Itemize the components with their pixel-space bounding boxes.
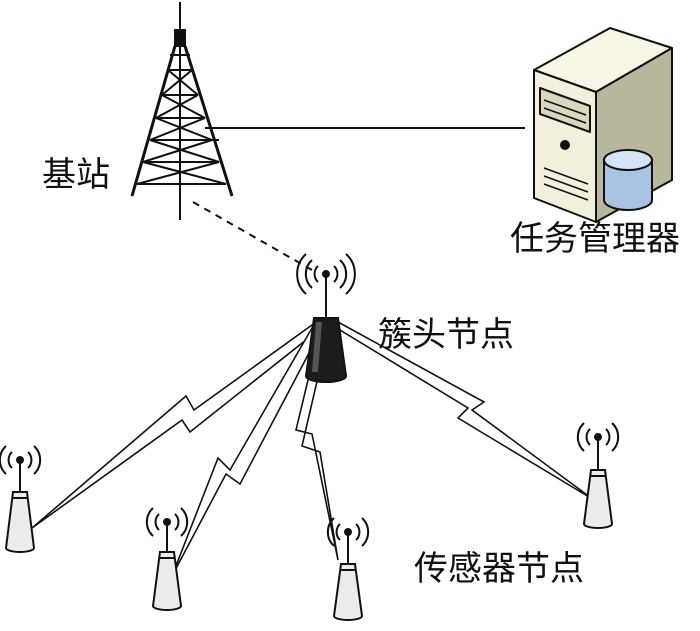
sensor-node-icon — [576, 422, 620, 529]
wireless-link-sensor-2 — [171, 326, 319, 577]
wireless-link-sensor-1 — [31, 323, 318, 529]
cluster-head-antenna-icon — [296, 253, 356, 383]
base-station-label: 基站 — [42, 155, 110, 195]
database-cylinder-icon — [603, 149, 653, 211]
sensor-node-icon — [145, 507, 189, 611]
cluster-head-label: 簇头节点 — [378, 315, 514, 355]
sensor-nodes-label: 传感器节点 — [414, 549, 584, 589]
task-manager-label: 任务管理器 — [510, 219, 680, 259]
sensor-node-icon — [0, 445, 42, 553]
radio-tower-icon — [130, 2, 234, 220]
wireless-links — [31, 320, 595, 577]
sensor-node-icon — [326, 517, 370, 621]
base-to-cluster-link — [192, 201, 313, 271]
wireless-link-sensor-4 — [336, 320, 595, 501]
